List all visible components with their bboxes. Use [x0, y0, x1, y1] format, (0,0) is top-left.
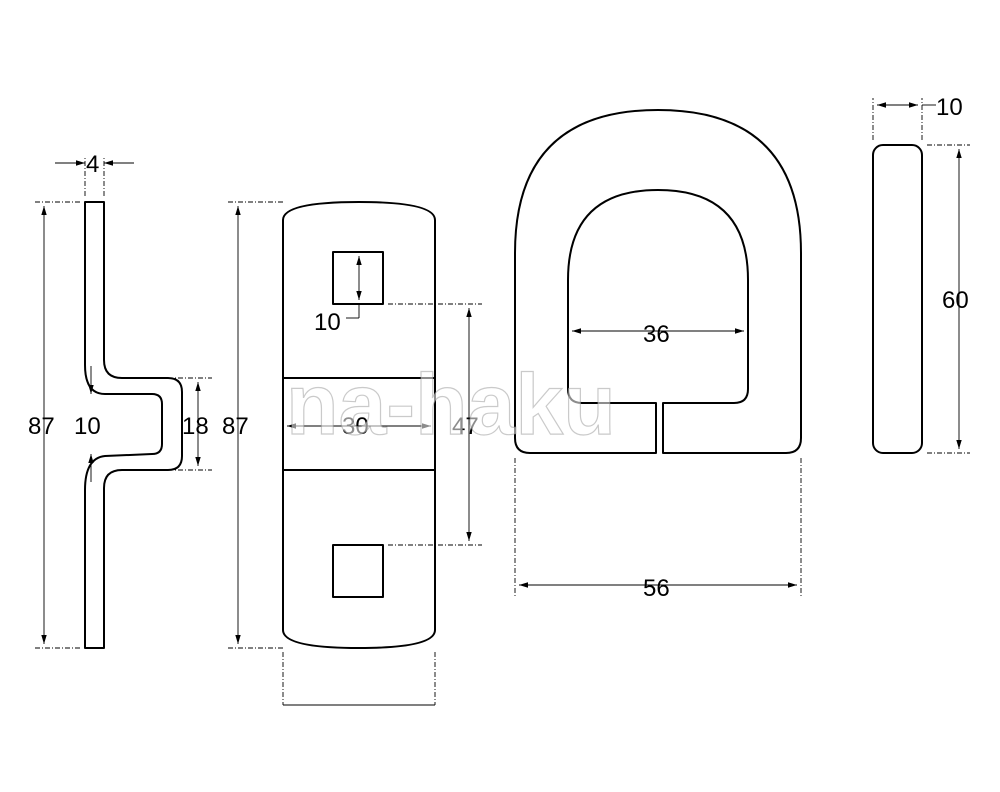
dim-ring-inner-width: 36 [643, 321, 670, 348]
front-view-outline [282, 201, 436, 649]
dim-ring-thickness: 10 [936, 94, 963, 121]
dim-ring-outer-width: 56 [643, 575, 670, 602]
d-ring-view: 36 56 [514, 109, 802, 602]
dim-ring-side-height: 60 [942, 287, 969, 314]
front-view: 87 10 30 47 [222, 201, 482, 706]
lower-slot [332, 544, 384, 598]
dim-offset-width: 18 [182, 413, 209, 440]
dim-side-height: 87 [28, 413, 55, 440]
dim-front-width: 30 [342, 413, 369, 440]
side-view: 4 87 10 18 [28, 151, 212, 649]
watermark: na-haku [286, 357, 616, 453]
ring-side-view: 10 60 [872, 94, 970, 454]
dim-plate-thickness: 4 [86, 151, 99, 178]
dim-slot-size: 10 [314, 309, 341, 336]
d-ring-outline [514, 109, 802, 454]
ring-side-outline [872, 144, 923, 454]
dim-front-height: 87 [222, 413, 249, 440]
upper-slot [332, 251, 384, 305]
dim-offset-depth: 10 [74, 413, 101, 440]
dim-slot-spacing: 47 [452, 413, 479, 440]
